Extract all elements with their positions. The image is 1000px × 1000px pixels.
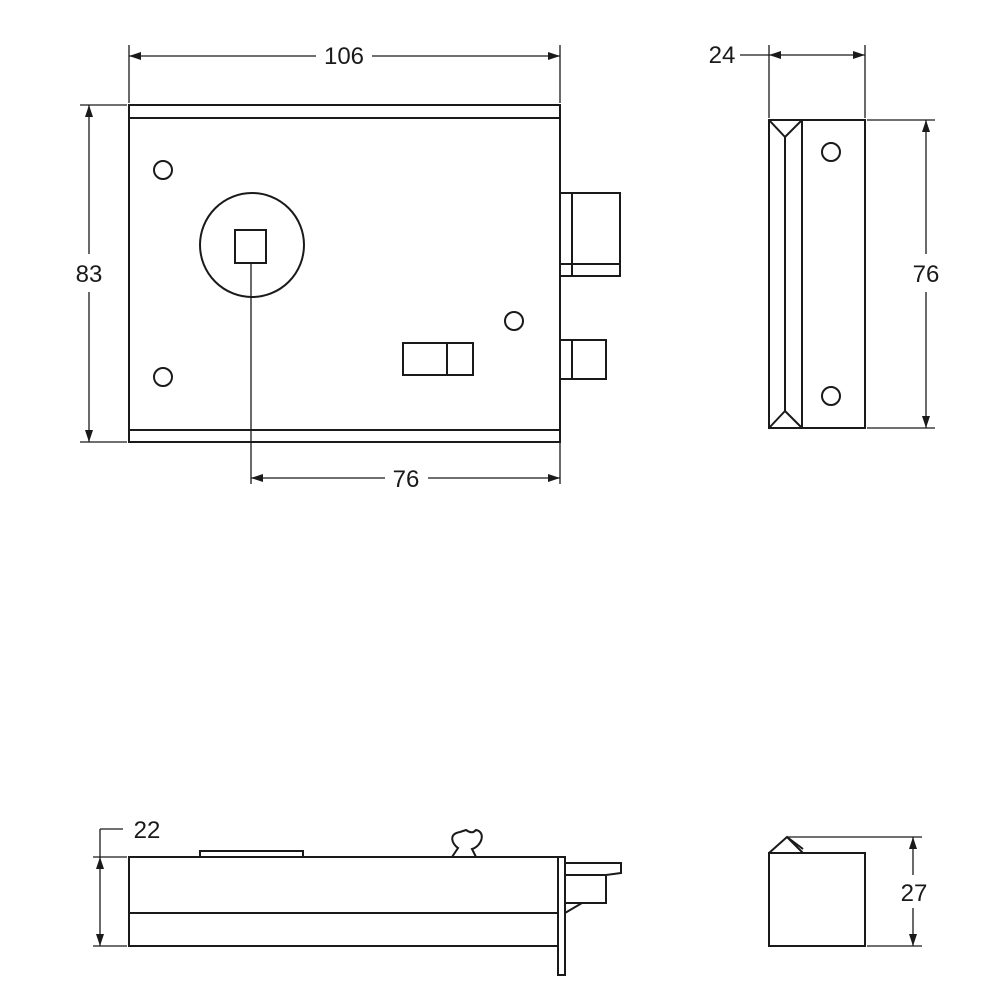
dimension-backset: 76 [250,263,561,493]
forend-plate [557,856,566,976]
dead-bolt [560,339,607,380]
side-screw-hole-bottom [821,386,841,406]
front-view: 106 83 76 [76,43,621,493]
end-view: 27 [768,835,928,947]
dimension-label-22: 22 [134,817,161,844]
screw-hole-bottom-left [153,367,173,387]
dimension-side-height: 76 [867,119,940,429]
end-case-outline [768,852,866,947]
dimension-front-height: 83 [76,104,127,443]
dimension-end-height: 27 [788,836,928,947]
dimension-label-76-backset: 76 [393,466,420,493]
dimension-label-24: 24 [709,42,736,69]
dimension-label-106: 106 [324,43,364,70]
dimension-label-27: 27 [901,880,928,907]
lock-case-outline [128,104,561,443]
side-case-outline [768,119,866,429]
screw-hole-top-left [153,160,173,180]
dimension-label-76-side: 76 [913,261,940,288]
bottom-case-outline [128,856,559,947]
bottom-view: 22 [93,817,622,976]
spindle-boss [199,192,305,298]
latch-bolt [560,192,621,277]
dimension-label-83: 83 [76,261,103,288]
snib-slide [402,342,474,376]
dimension-front-width: 106 [128,43,561,103]
dimension-side-depth: 24 [709,42,866,118]
snib-knob [451,828,483,858]
side-screw-hole-top [821,142,841,162]
spindle-square-hole [234,229,267,264]
side-view: 24 76 [709,42,940,429]
dimension-bottom-depth: 22 [93,817,161,947]
bottom-top-plate [199,850,304,857]
bottom-latch-bolt [565,862,622,904]
screw-hole-right [504,311,524,331]
